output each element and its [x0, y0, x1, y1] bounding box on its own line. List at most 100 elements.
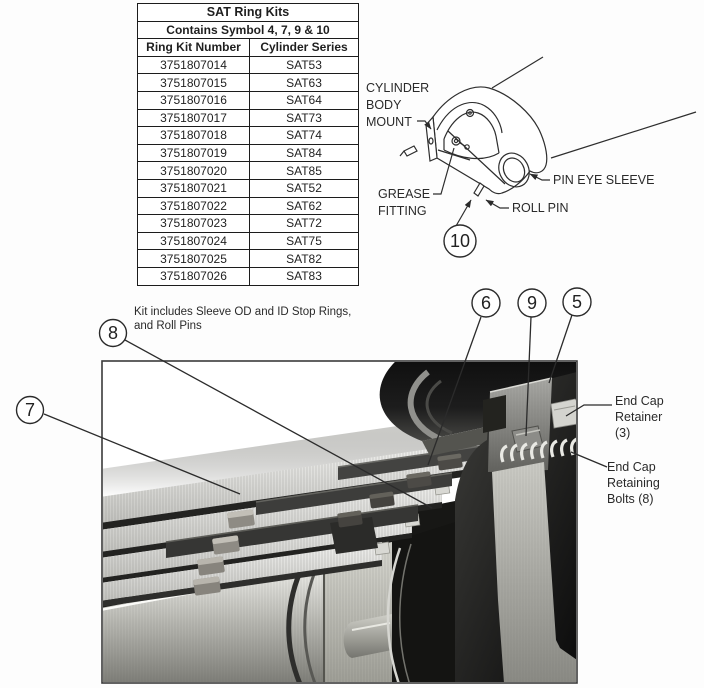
table-row: 3751807018 SAT74: [137, 126, 359, 145]
table-row: 3751807023 SAT72: [137, 214, 359, 233]
callout-10-number: 10: [450, 231, 470, 251]
leader-cylinder-body-mount: [417, 120, 432, 130]
key-top: [227, 509, 254, 519]
callout-9-circle: [517, 288, 547, 318]
ring-band-4-texture: [103, 542, 382, 601]
ring-kit-number-cell: 3751807022: [137, 196, 250, 216]
ring-kit-table: SAT Ring Kits Contains Symbol 4, 7, 9 & …: [137, 3, 359, 286]
end-cap-retainer-label: End Cap: [615, 394, 664, 408]
grease-fitting-dot-inner: [453, 138, 459, 144]
roll-pin-part: [473, 182, 485, 197]
leader-end-cap-bolts: [570, 451, 608, 468]
callout-8-circle: [98, 318, 128, 348]
svg-text:Retaining: Retaining: [607, 476, 660, 490]
svg-text:Retainer: Retainer: [615, 410, 662, 424]
ring-kit-number-cell: 3751807015: [137, 73, 250, 92]
ring-kit-number-cell: 3751807023: [137, 214, 250, 233]
cylinder-series-cell: SAT74: [249, 126, 359, 145]
col-header-ring-kit-number: Ring Kit Number: [137, 38, 250, 57]
end-cap-lower-face-texture: [492, 462, 576, 682]
cylinder-drum: [392, 520, 472, 682]
cutaway-frame: [101, 360, 578, 684]
retainer-detail-line: [553, 405, 576, 411]
mount-top-hole: [465, 108, 475, 118]
stop-ring-bar-1: [338, 446, 482, 480]
leader-callout-8: [124, 339, 433, 509]
table-row: 3751807015 SAT63: [137, 73, 359, 92]
cylinder-series-cell: SAT53: [249, 55, 359, 75]
end-cap-notch: [483, 395, 506, 433]
svg-text:Bolts (8): Bolts (8): [607, 492, 654, 506]
callout-7-number: 7: [25, 400, 35, 420]
end-cap-retainer-part: [550, 398, 576, 429]
cylinder-series-cell: SAT62: [249, 196, 359, 216]
ring-bottom-edge: [103, 560, 382, 607]
svg-text:(3): (3): [615, 426, 630, 440]
key-top: [212, 535, 239, 545]
table-row: 3751807020 SAT85: [137, 161, 359, 180]
table-subtitle: Contains Symbol 4, 7, 9 & 10: [137, 20, 359, 40]
bolt-hex-facet: [515, 429, 541, 436]
cylinder-series-cell: SAT75: [249, 231, 359, 251]
cutaway-art: [103, 362, 576, 682]
leader-callout-9: [525, 316, 532, 437]
piston-rod-texture: [103, 564, 336, 682]
ring-kit-number-cell: 3751807019: [137, 143, 250, 163]
cylinder-series-cell: SAT85: [249, 161, 359, 180]
leader-callout-7: [43, 413, 241, 495]
svg-text:MOUNT: MOUNT: [366, 115, 412, 129]
ring-kit-number-cell: 3751807024: [137, 231, 250, 251]
leader-callout-5: [548, 314, 573, 384]
mount-arch-inner: [443, 111, 497, 140]
stop-ring-bar-2: [256, 473, 452, 515]
cylinder-series-cell: SAT84: [249, 143, 359, 163]
drum-highlight-1: [386, 547, 402, 682]
end-cap-face-top-edge: [489, 377, 553, 393]
key-top: [369, 491, 394, 499]
mount-labels: CYLINDER BODY MOUNT GREASE FITTING PIN E…: [366, 81, 654, 251]
stop-ring-keys-center: [337, 453, 463, 528]
ring-kit-number-cell: 3751807014: [137, 55, 250, 75]
bar-3-highlight: [165, 504, 419, 543]
callout-6-circle: [471, 288, 501, 318]
roll-pin-label: ROLL PIN: [512, 201, 569, 215]
svg-text:BODY: BODY: [366, 98, 402, 112]
break-line-right: [550, 111, 697, 159]
barrel-rim-arc-2: [425, 379, 453, 435]
callout-5-number: 5: [572, 292, 582, 312]
barrel-rim-arc-1: [407, 369, 444, 443]
table-footnote: Kit includes Sleeve OD and ID Stop Rings…: [134, 305, 370, 333]
cylinder-series-cell: SAT52: [249, 178, 359, 198]
gland-stub-highlight: [351, 622, 391, 631]
ring-kit-number-cell: 3751807017: [137, 108, 250, 128]
tube-top-band: [103, 421, 432, 497]
mount-face-hole: [428, 137, 434, 145]
ring-kit-number-cell: 3751807025: [137, 249, 250, 268]
callout-10-circle: [443, 224, 477, 258]
table-row: 3751807016 SAT64: [137, 90, 359, 110]
key-top: [337, 510, 362, 518]
cutaway-callouts: 7 8 6 9 5: [15, 287, 592, 425]
cylinder-series-cell: SAT82: [249, 249, 359, 268]
mount-arch-outer: [436, 101, 503, 134]
svg-text:FITTING: FITTING: [378, 204, 427, 218]
rod-groove-1: [286, 571, 303, 682]
mount-top-hole-inner: [468, 111, 472, 115]
leader-callout-10: [455, 199, 472, 227]
break-line-top: [491, 56, 544, 89]
callout-8-number: 8: [108, 323, 118, 343]
pin-eye-sleeve-outer: [498, 152, 530, 188]
cylinder-series-cell: SAT73: [249, 108, 359, 128]
table-row: 3751807024 SAT75: [137, 231, 359, 251]
ring-kit-table-body: 3751807014 SAT53 3751807015 SAT63 375180…: [137, 55, 359, 286]
leader-roll-pin: [485, 199, 509, 209]
pin-eye-sleeve-label: PIN EYE SLEEVE: [553, 173, 654, 187]
callout-6-number: 6: [481, 293, 491, 313]
mount-diagram: [399, 56, 697, 258]
table-row: 3751807026 SAT83: [137, 266, 359, 286]
ring-kit-number-cell: 3751807021: [137, 178, 250, 198]
leader-grease-fitting: [433, 147, 455, 195]
cylinder-series-cell: SAT64: [249, 90, 359, 110]
cylinder-series-cell: SAT72: [249, 214, 359, 233]
leader-pin-eye-sleeve: [529, 173, 550, 181]
